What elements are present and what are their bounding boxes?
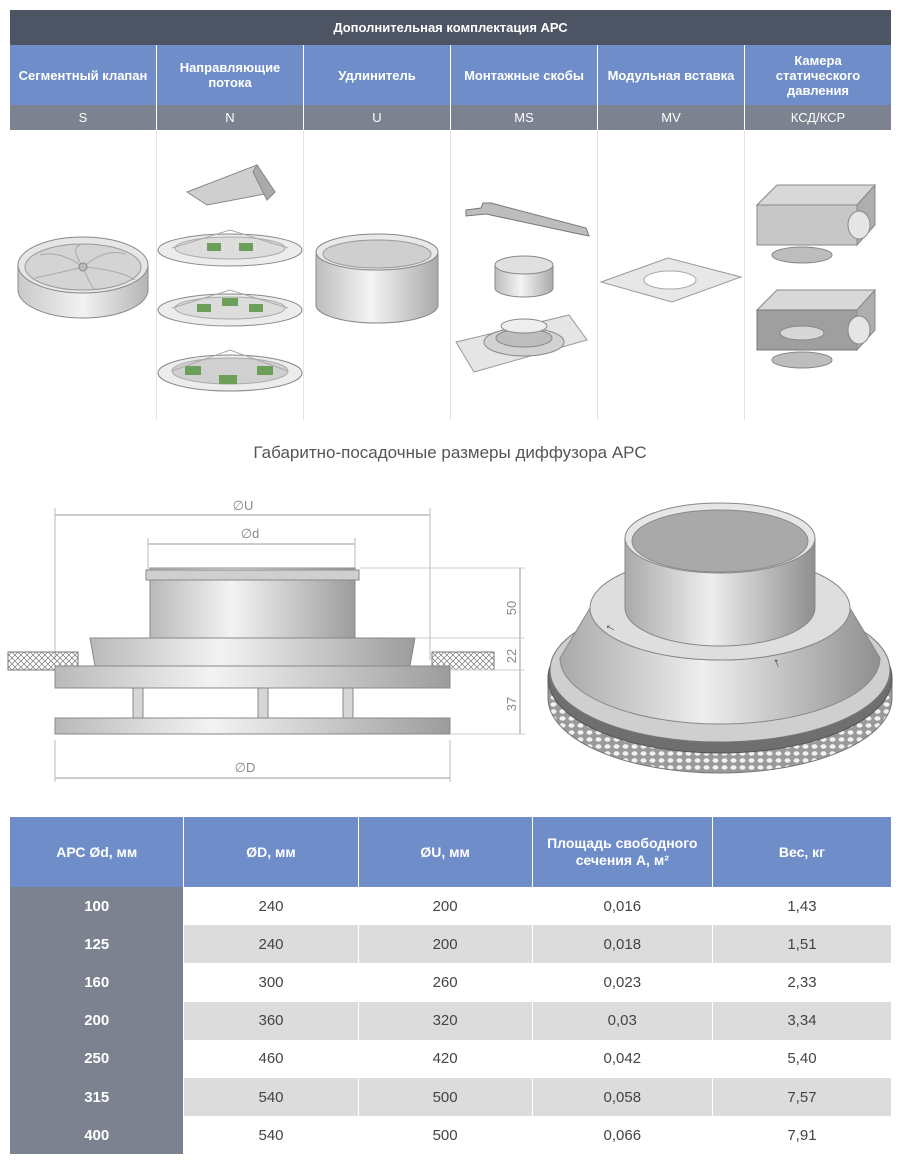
table-row: 100 240 200 0,016 1,43 [10,887,891,926]
extender-icon [303,130,450,420]
table-cell: 315 [10,1077,184,1117]
table-row: 250 460 420 0,042 5,40 [10,1039,891,1078]
table-cell: 1,43 [711,887,891,926]
specs-table: АРС Ød, мм ØD, мм ØU, мм Площадь свободн… [10,817,891,1155]
table-cell: 500 [357,1077,533,1117]
table-cell: 2,33 [711,963,891,1002]
mounting-bracket-icon [450,130,597,420]
modular-insert-icon [597,130,744,420]
accessory-name: Удлинитель [303,45,450,105]
accessories-title: Дополнительная комплектация АРС [10,10,891,45]
dim-label-d: ∅d [241,526,260,541]
table-row: 160 300 260 0,023 2,33 [10,963,891,1002]
accessories-header-row: Сегментный клапан Направляющие потока Уд… [10,45,891,105]
table-cell: 400 [10,1116,184,1155]
specs-header-cell: Площадь свободного сечения А, м² [531,817,713,887]
table-cell: 5,40 [711,1039,891,1078]
table-cell: 240 [183,925,359,964]
table-cell: 320 [357,1001,533,1040]
accessory-code: MS [450,105,597,130]
dimension-drawing: ∅U ∅d ∅D 50 22 37 [7,498,525,782]
table-row: 400 540 500 0,066 7,91 [10,1116,891,1155]
accessory-code: КСД/КСР [744,105,891,130]
table-cell: 1,51 [711,925,891,964]
accessory-code: MV [597,105,744,130]
table-cell: 0,066 [531,1116,713,1155]
table-cell: 420 [357,1039,533,1078]
table-cell: 200 [10,1001,184,1040]
table-cell: 300 [183,963,359,1002]
accessory-name: Камера статического давления [744,45,891,105]
dim-label-h3: 37 [504,697,519,711]
specs-header-row: АРС Ød, мм ØD, мм ØU, мм Площадь свободн… [10,817,891,887]
table-row: 200 360 320 0,03 3,34 [10,1001,891,1040]
dimensions-title: Габаритно-посадочные размеры диффузора А… [253,443,647,462]
diffuser-3d-render: ↑ ↑ [547,502,893,774]
specs-header-cell: Вес, кг [711,817,891,887]
table-cell: 240 [183,887,359,926]
table-cell: 200 [357,925,533,964]
segment-valve-icon [10,130,156,420]
table-cell: 500 [357,1116,533,1155]
table-cell: 125 [10,925,184,964]
specs-header-cell: ØU, мм [357,817,533,887]
accessories-code-row: S N U MS MV КСД/КСР [10,105,891,130]
accessory-name: Направляющие потока [156,45,303,105]
table-cell: 360 [183,1001,359,1040]
table-cell: 7,91 [711,1116,891,1155]
accessory-name: Модульная вставка [597,45,744,105]
table-cell: 0,042 [531,1039,713,1078]
table-row: 125 240 200 0,018 1,51 [10,925,891,964]
table-cell: 260 [357,963,533,1002]
plenum-box-icon [744,130,891,420]
specs-header-cell: ØD, мм [183,817,359,887]
table-cell: 0,016 [531,887,713,926]
accessory-code: S [78,110,88,125]
table-cell: 160 [10,963,184,1002]
table-cell: 7,57 [711,1077,891,1117]
table-row: 315 540 500 0,058 7,57 [10,1077,891,1117]
flow-guide-icon [156,130,303,420]
table-cell: 0,018 [531,925,713,964]
accessory-name: Сегментный клапан [18,67,148,83]
accessory-code: N [156,105,303,130]
table-cell: 0,03 [531,1001,713,1040]
dim-label-h2: 22 [504,649,519,663]
table-cell: 250 [10,1039,184,1078]
accessory-name: Монтажные скобы [450,45,597,105]
table-cell: 460 [183,1039,359,1078]
specs-header-cell: АРС Ød, мм [10,817,184,887]
dim-label-U: ∅U [233,498,254,513]
table-cell: 0,023 [531,963,713,1002]
table-cell: 200 [357,887,533,926]
dim-label-h1: 50 [504,601,519,615]
table-cell: 0,058 [531,1077,713,1117]
table-cell: 540 [183,1116,359,1155]
accessories-image-row [10,130,891,420]
accessories-table: Дополнительная комплектация АРС Сегментн… [10,10,891,420]
dim-label-D: ∅D [235,760,256,775]
table-cell: 100 [10,887,184,926]
table-cell: 540 [183,1077,359,1117]
table-cell: 3,34 [711,1001,891,1040]
accessory-code: U [303,105,450,130]
